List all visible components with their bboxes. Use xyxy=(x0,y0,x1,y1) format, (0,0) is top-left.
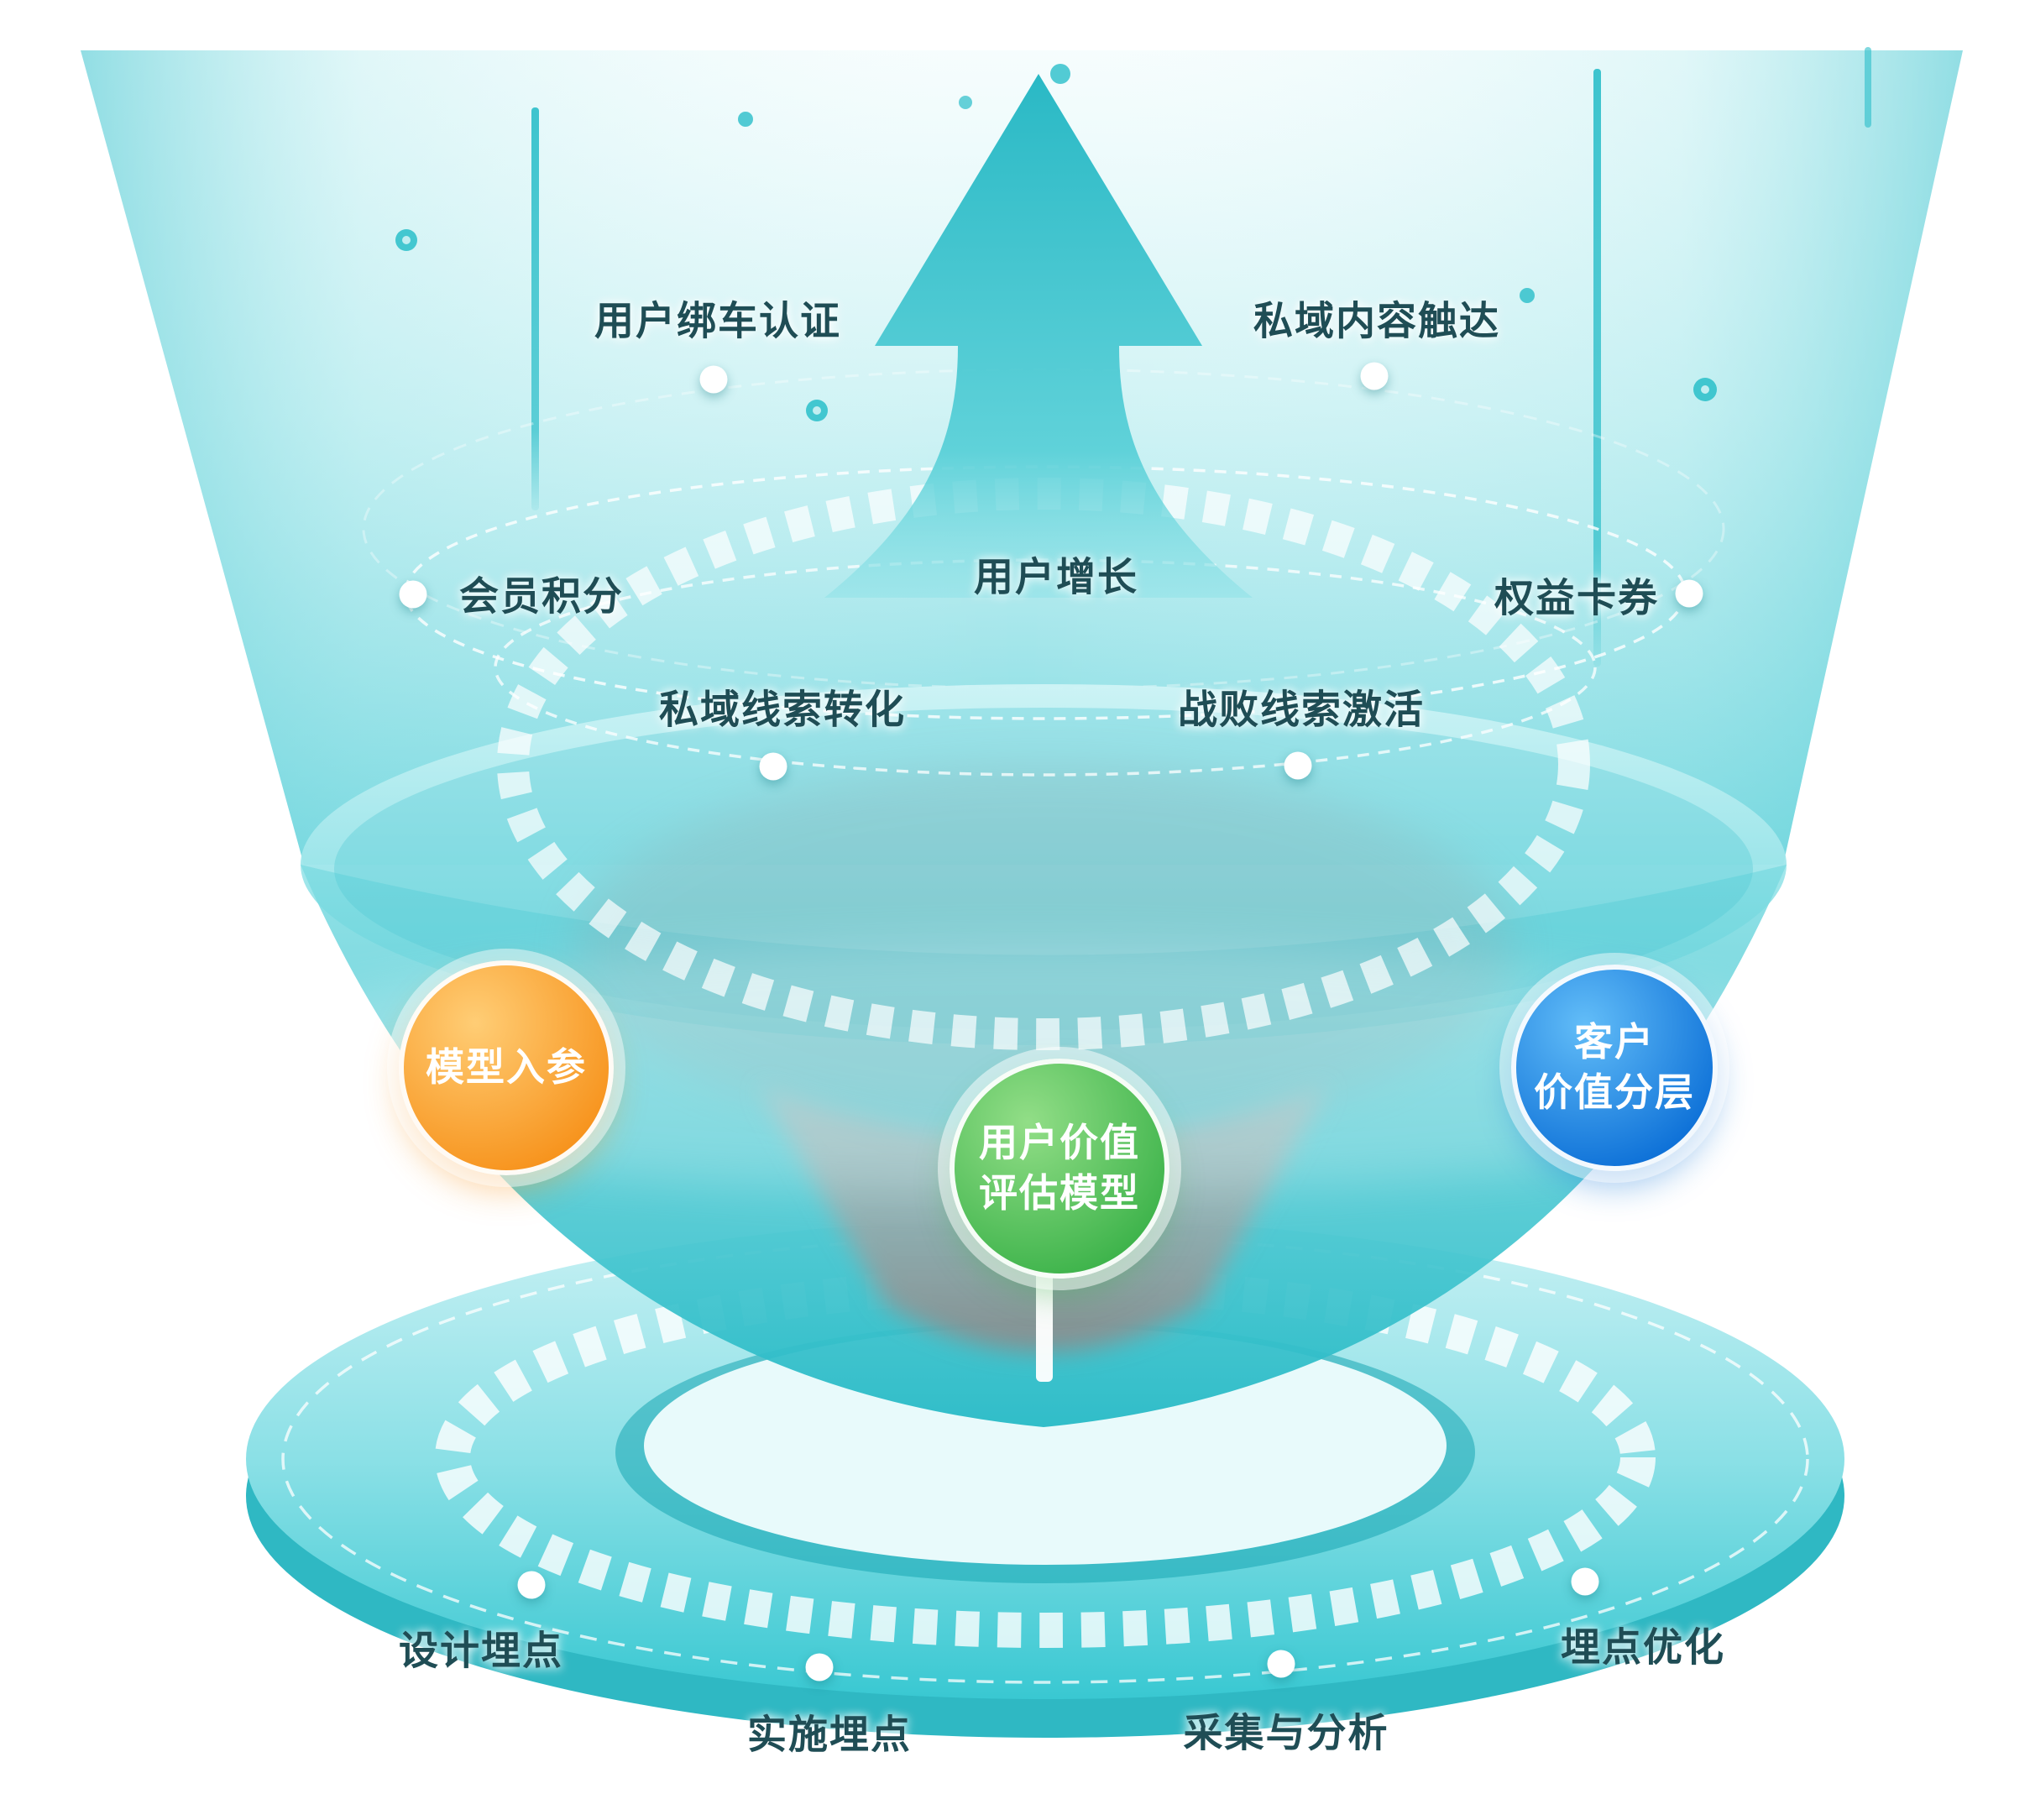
node-value-model: 用户价值 评估模型 xyxy=(950,1059,1169,1279)
label-user-growth: 用户增长 xyxy=(974,554,1138,599)
dot-design-tracking xyxy=(517,1571,546,1599)
node-model-input: 模型入参 xyxy=(399,960,614,1175)
label-design-tracking: 设计埋点 xyxy=(399,1628,563,1673)
node-value-model-line1: 用户价值 xyxy=(979,1121,1140,1165)
node-customer-tier-line1: 客户 xyxy=(1574,1020,1655,1064)
dot-collect-analyze xyxy=(1267,1650,1295,1678)
label-private-content: 私域内容触达 xyxy=(1253,298,1500,343)
dot-tracking-optimize xyxy=(1571,1567,1599,1596)
up-arrow xyxy=(824,74,1253,598)
label-collect-analyze: 采集与分析 xyxy=(1183,1710,1389,1755)
node-value-model-line2: 评估模型 xyxy=(979,1171,1140,1215)
light-streaks xyxy=(531,47,1871,667)
label-private-leads: 私域线索转化 xyxy=(659,687,906,732)
dot-private-leads xyxy=(759,752,787,781)
dot-benefit-cards xyxy=(1675,579,1703,608)
label-member-points: 会员积分 xyxy=(459,573,624,619)
node-customer-tier: 客户 价值分层 xyxy=(1511,965,1718,1171)
label-tracking-optimize: 埋点优化 xyxy=(1561,1624,1725,1670)
bokeh-dots xyxy=(395,64,1717,421)
node-model-input-label: 模型入参 xyxy=(426,1045,587,1090)
dot-private-content xyxy=(1360,362,1389,390)
label-bind-car: 用户绑车认证 xyxy=(594,298,841,343)
label-benefit-cards: 权益卡券 xyxy=(1494,575,1659,620)
dot-lost-leads xyxy=(1284,751,1312,780)
label-lost-leads: 战败线索激活 xyxy=(1178,687,1425,732)
dot-implement-tracking xyxy=(805,1653,834,1681)
label-implement-tracking: 实施埋点 xyxy=(747,1712,912,1757)
dot-member-points xyxy=(399,580,427,609)
node-customer-tier-line2: 价值分层 xyxy=(1534,1070,1695,1114)
base-ring xyxy=(246,1219,1844,1738)
dot-bind-car xyxy=(699,365,728,394)
